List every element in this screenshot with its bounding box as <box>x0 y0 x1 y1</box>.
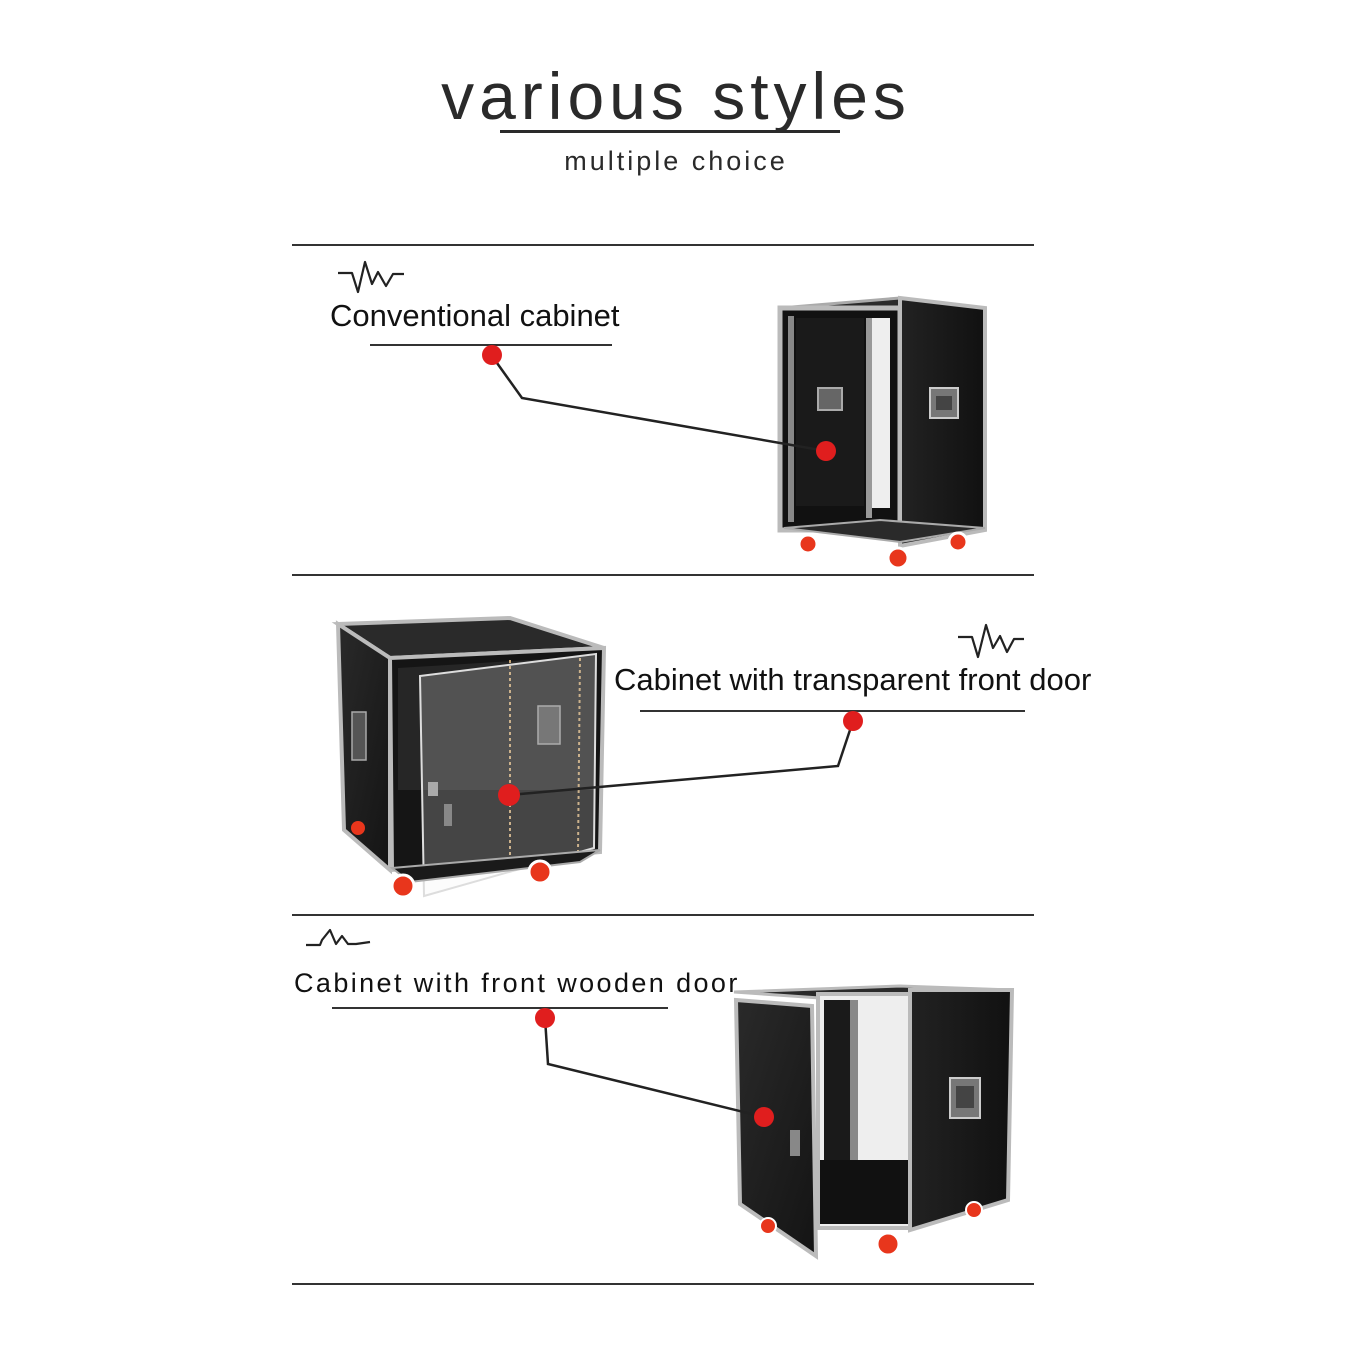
callout-conventional <box>482 345 836 461</box>
rack-cabinet-open-front-image <box>777 295 987 570</box>
rack-cabinet-transparent-door-image <box>331 615 607 899</box>
pulse-wave-icon <box>306 928 371 947</box>
section-divider <box>292 914 1034 916</box>
callout-dot <box>816 441 836 461</box>
section-divider <box>292 244 1034 246</box>
title-underline <box>500 130 840 133</box>
section-divider <box>292 1283 1034 1285</box>
callout-transparent-door <box>498 711 863 806</box>
label-underline <box>370 344 612 346</box>
page-subtitle: multiple choice <box>564 146 788 176</box>
rack-cabinet-wooden-door-image <box>733 984 1015 1260</box>
callout-dot <box>843 711 863 731</box>
section-label-wooden-door: Cabinet with front wooden door <box>294 968 740 998</box>
label-underline <box>640 710 1025 712</box>
callout-dot <box>754 1107 774 1127</box>
section-label-conventional: Conventional cabinet <box>330 298 620 333</box>
callout-dot <box>482 345 502 365</box>
page-title: various styles <box>441 59 911 133</box>
section-divider <box>292 574 1034 576</box>
callout-wooden-door <box>535 1008 774 1127</box>
section-label-transparent-door: Cabinet with transparent front door <box>614 662 1092 697</box>
label-underline <box>332 1007 668 1009</box>
callout-dot <box>535 1008 555 1028</box>
callout-dot <box>498 784 520 806</box>
pulse-wave-icon <box>958 623 1024 659</box>
pulse-wave-icon <box>338 260 404 294</box>
